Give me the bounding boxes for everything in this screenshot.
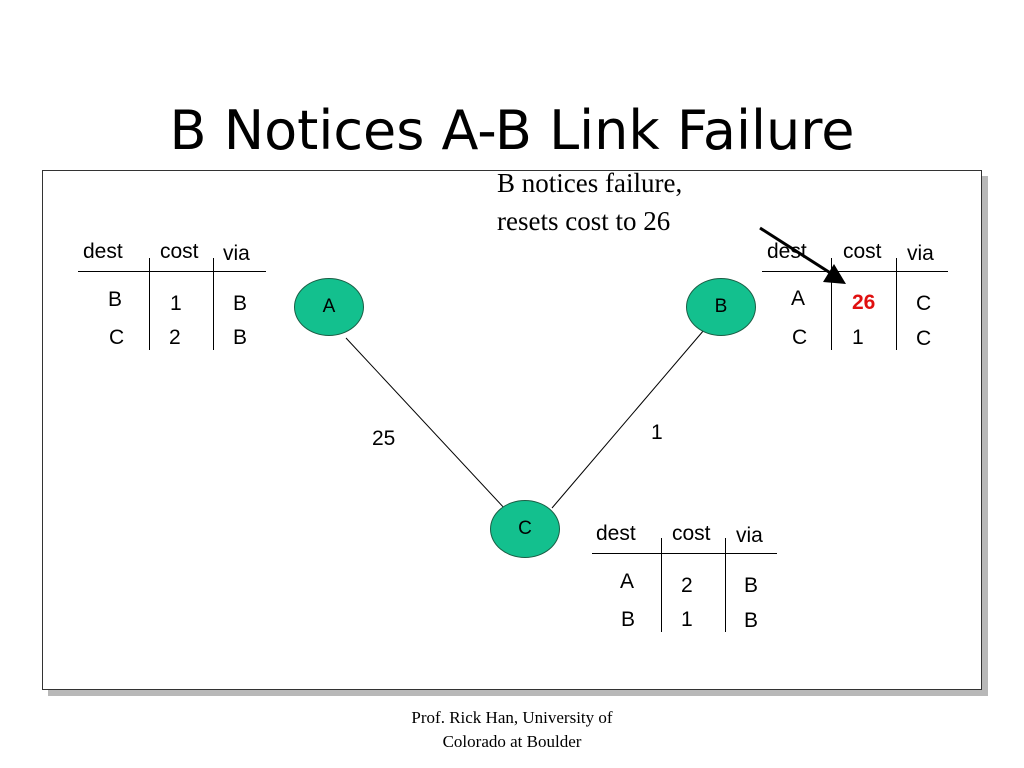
- header-cost: cost: [843, 240, 882, 263]
- table-column-divider: [831, 258, 832, 350]
- row-dest: B: [108, 288, 123, 311]
- row-cost: 2: [169, 326, 181, 349]
- edge-cost-b-c: 1: [651, 421, 663, 444]
- row-via: B: [744, 609, 759, 632]
- table-column-divider: [661, 538, 662, 632]
- table-header-rule: [592, 553, 777, 554]
- slide-title: B Notices A-B Link Failure: [169, 99, 855, 162]
- row-via: C: [916, 292, 932, 315]
- edge-b-c: [551, 329, 705, 509]
- header-dest: dest: [83, 240, 123, 263]
- header-cost: cost: [160, 240, 199, 263]
- row-dest: A: [791, 287, 806, 310]
- row-cost: 2: [681, 574, 693, 597]
- table-column-divider: [896, 258, 897, 350]
- callout-arrow-line: [759, 226, 833, 276]
- footer-line-2: Colorado at Boulder: [442, 732, 582, 751]
- callout-text: B notices failure, resets cost to 26: [497, 164, 682, 240]
- header-dest: dest: [596, 522, 636, 545]
- header-dest: dest: [767, 240, 807, 263]
- diagram-frame: [42, 170, 982, 690]
- row-dest: B: [621, 608, 636, 631]
- node-b: B: [686, 278, 756, 336]
- table-column-divider: [725, 538, 726, 632]
- footer-line-1: Prof. Rick Han, University of: [411, 708, 613, 727]
- table-column-divider: [213, 258, 214, 350]
- header-via: via: [736, 524, 763, 547]
- row-via: B: [233, 326, 248, 349]
- header-via: via: [223, 242, 250, 265]
- row-cost: 1: [170, 292, 182, 315]
- callout-line-2: resets cost to 26: [497, 206, 671, 236]
- edge-a-c: [345, 337, 507, 511]
- row-dest: C: [792, 326, 808, 349]
- row-cost: 1: [681, 608, 693, 631]
- row-via: C: [916, 327, 932, 350]
- edge-cost-a-c: 25: [372, 427, 396, 450]
- row-cost-highlighted: 26: [852, 291, 876, 314]
- row-via: B: [233, 292, 248, 315]
- callout-arrowhead: [823, 264, 846, 284]
- node-c: C: [490, 500, 560, 558]
- table-column-divider: [149, 258, 150, 350]
- row-dest: A: [620, 570, 635, 593]
- header-cost: cost: [672, 522, 711, 545]
- header-via: via: [907, 242, 934, 265]
- footer-credit: Prof. Rick Han, University of Colorado a…: [362, 706, 662, 754]
- callout-line-1: B notices failure,: [497, 168, 683, 198]
- row-dest: C: [109, 326, 125, 349]
- row-cost: 1: [852, 326, 864, 349]
- table-header-rule: [78, 271, 266, 272]
- row-via: B: [744, 574, 759, 597]
- table-header-rule: [762, 271, 948, 272]
- node-a: A: [294, 278, 364, 336]
